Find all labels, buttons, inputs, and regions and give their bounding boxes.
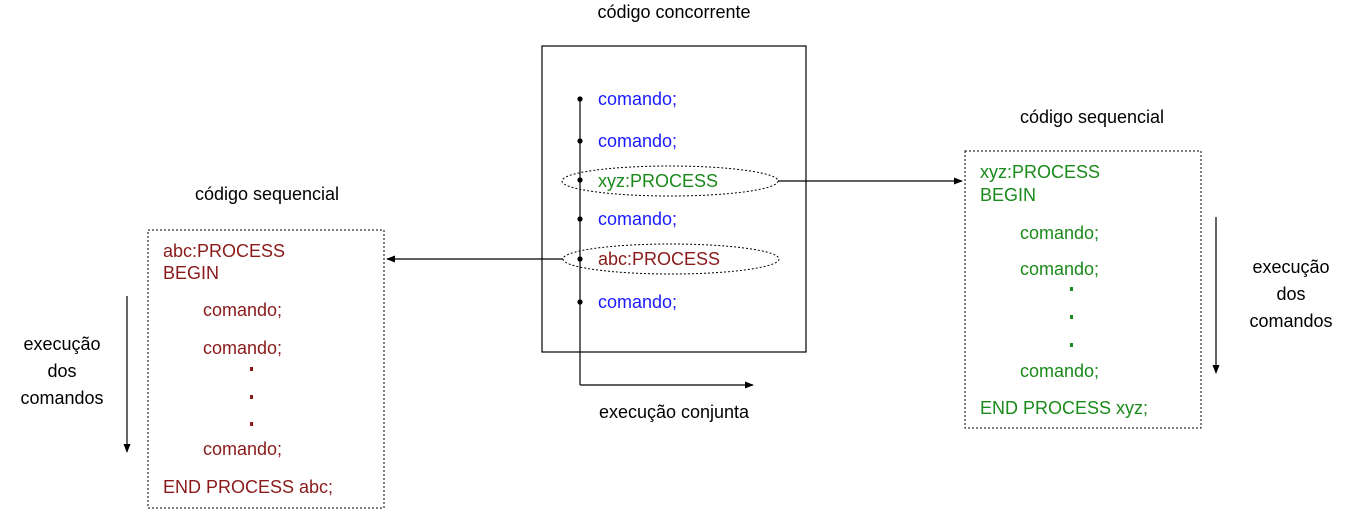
right-sequential-box (964, 150, 1202, 429)
concurrent-command: comando; (598, 131, 678, 151)
execution-label-line: dos (47, 361, 77, 381)
statement-bullet (577, 256, 583, 262)
left-ellipsis-dot (250, 395, 253, 399)
statement-bullet (577, 96, 583, 102)
execution-label-line: comandos (1249, 311, 1333, 331)
concurrent-command: comando; (598, 89, 678, 109)
left-sequential-box (147, 229, 385, 509)
left-sequential-title: código sequencial (194, 184, 340, 204)
left-ellipsis-dot (250, 422, 253, 426)
right-command: comando; (1020, 223, 1100, 243)
right-sequential-title: código sequencial (1019, 107, 1165, 127)
concurrent-code-box (541, 45, 807, 353)
concurrent-command: comando; (598, 292, 678, 312)
execution-label-line: dos (1276, 284, 1306, 304)
right-ellipsis-dot (1070, 315, 1073, 319)
execution-label-line: execução (1252, 257, 1330, 277)
right-ellipsis-dot (1070, 343, 1073, 347)
right-process-header: xyz:PROCESS (980, 162, 1101, 182)
left-begin: BEGIN (163, 263, 220, 283)
execution-label-line: comandos (20, 388, 104, 408)
left-execution-label: execução dos comandos (0, 331, 124, 412)
left-process-header: abc:PROCESS (163, 241, 286, 261)
concurrent-process-xyz: xyz:PROCESS (598, 171, 719, 191)
joint-execution-label: execução conjunta (598, 402, 750, 422)
statement-bullet (577, 138, 583, 144)
right-ellipsis-dot (1070, 287, 1073, 291)
statement-bullet (577, 177, 583, 183)
concurrent-process-abc: abc:PROCESS (598, 249, 721, 269)
right-end-process: END PROCESS xyz; (980, 398, 1149, 418)
execution-label-line: execução (23, 334, 101, 354)
right-begin: BEGIN (980, 185, 1037, 205)
left-command: comando; (203, 439, 283, 459)
left-end-process: END PROCESS abc; (163, 477, 334, 497)
concurrent-command: comando; (598, 209, 678, 229)
left-command: comando; (203, 300, 283, 320)
left-ellipsis-dot (250, 367, 253, 371)
statement-bullet (577, 299, 583, 305)
right-command: comando; (1020, 259, 1100, 279)
right-command: comando; (1020, 361, 1100, 381)
right-execution-label: execução dos comandos (1226, 254, 1356, 335)
concurrent-code-title: código concorrente (597, 2, 751, 22)
statement-bullet (577, 216, 583, 222)
left-command: comando; (203, 338, 283, 358)
